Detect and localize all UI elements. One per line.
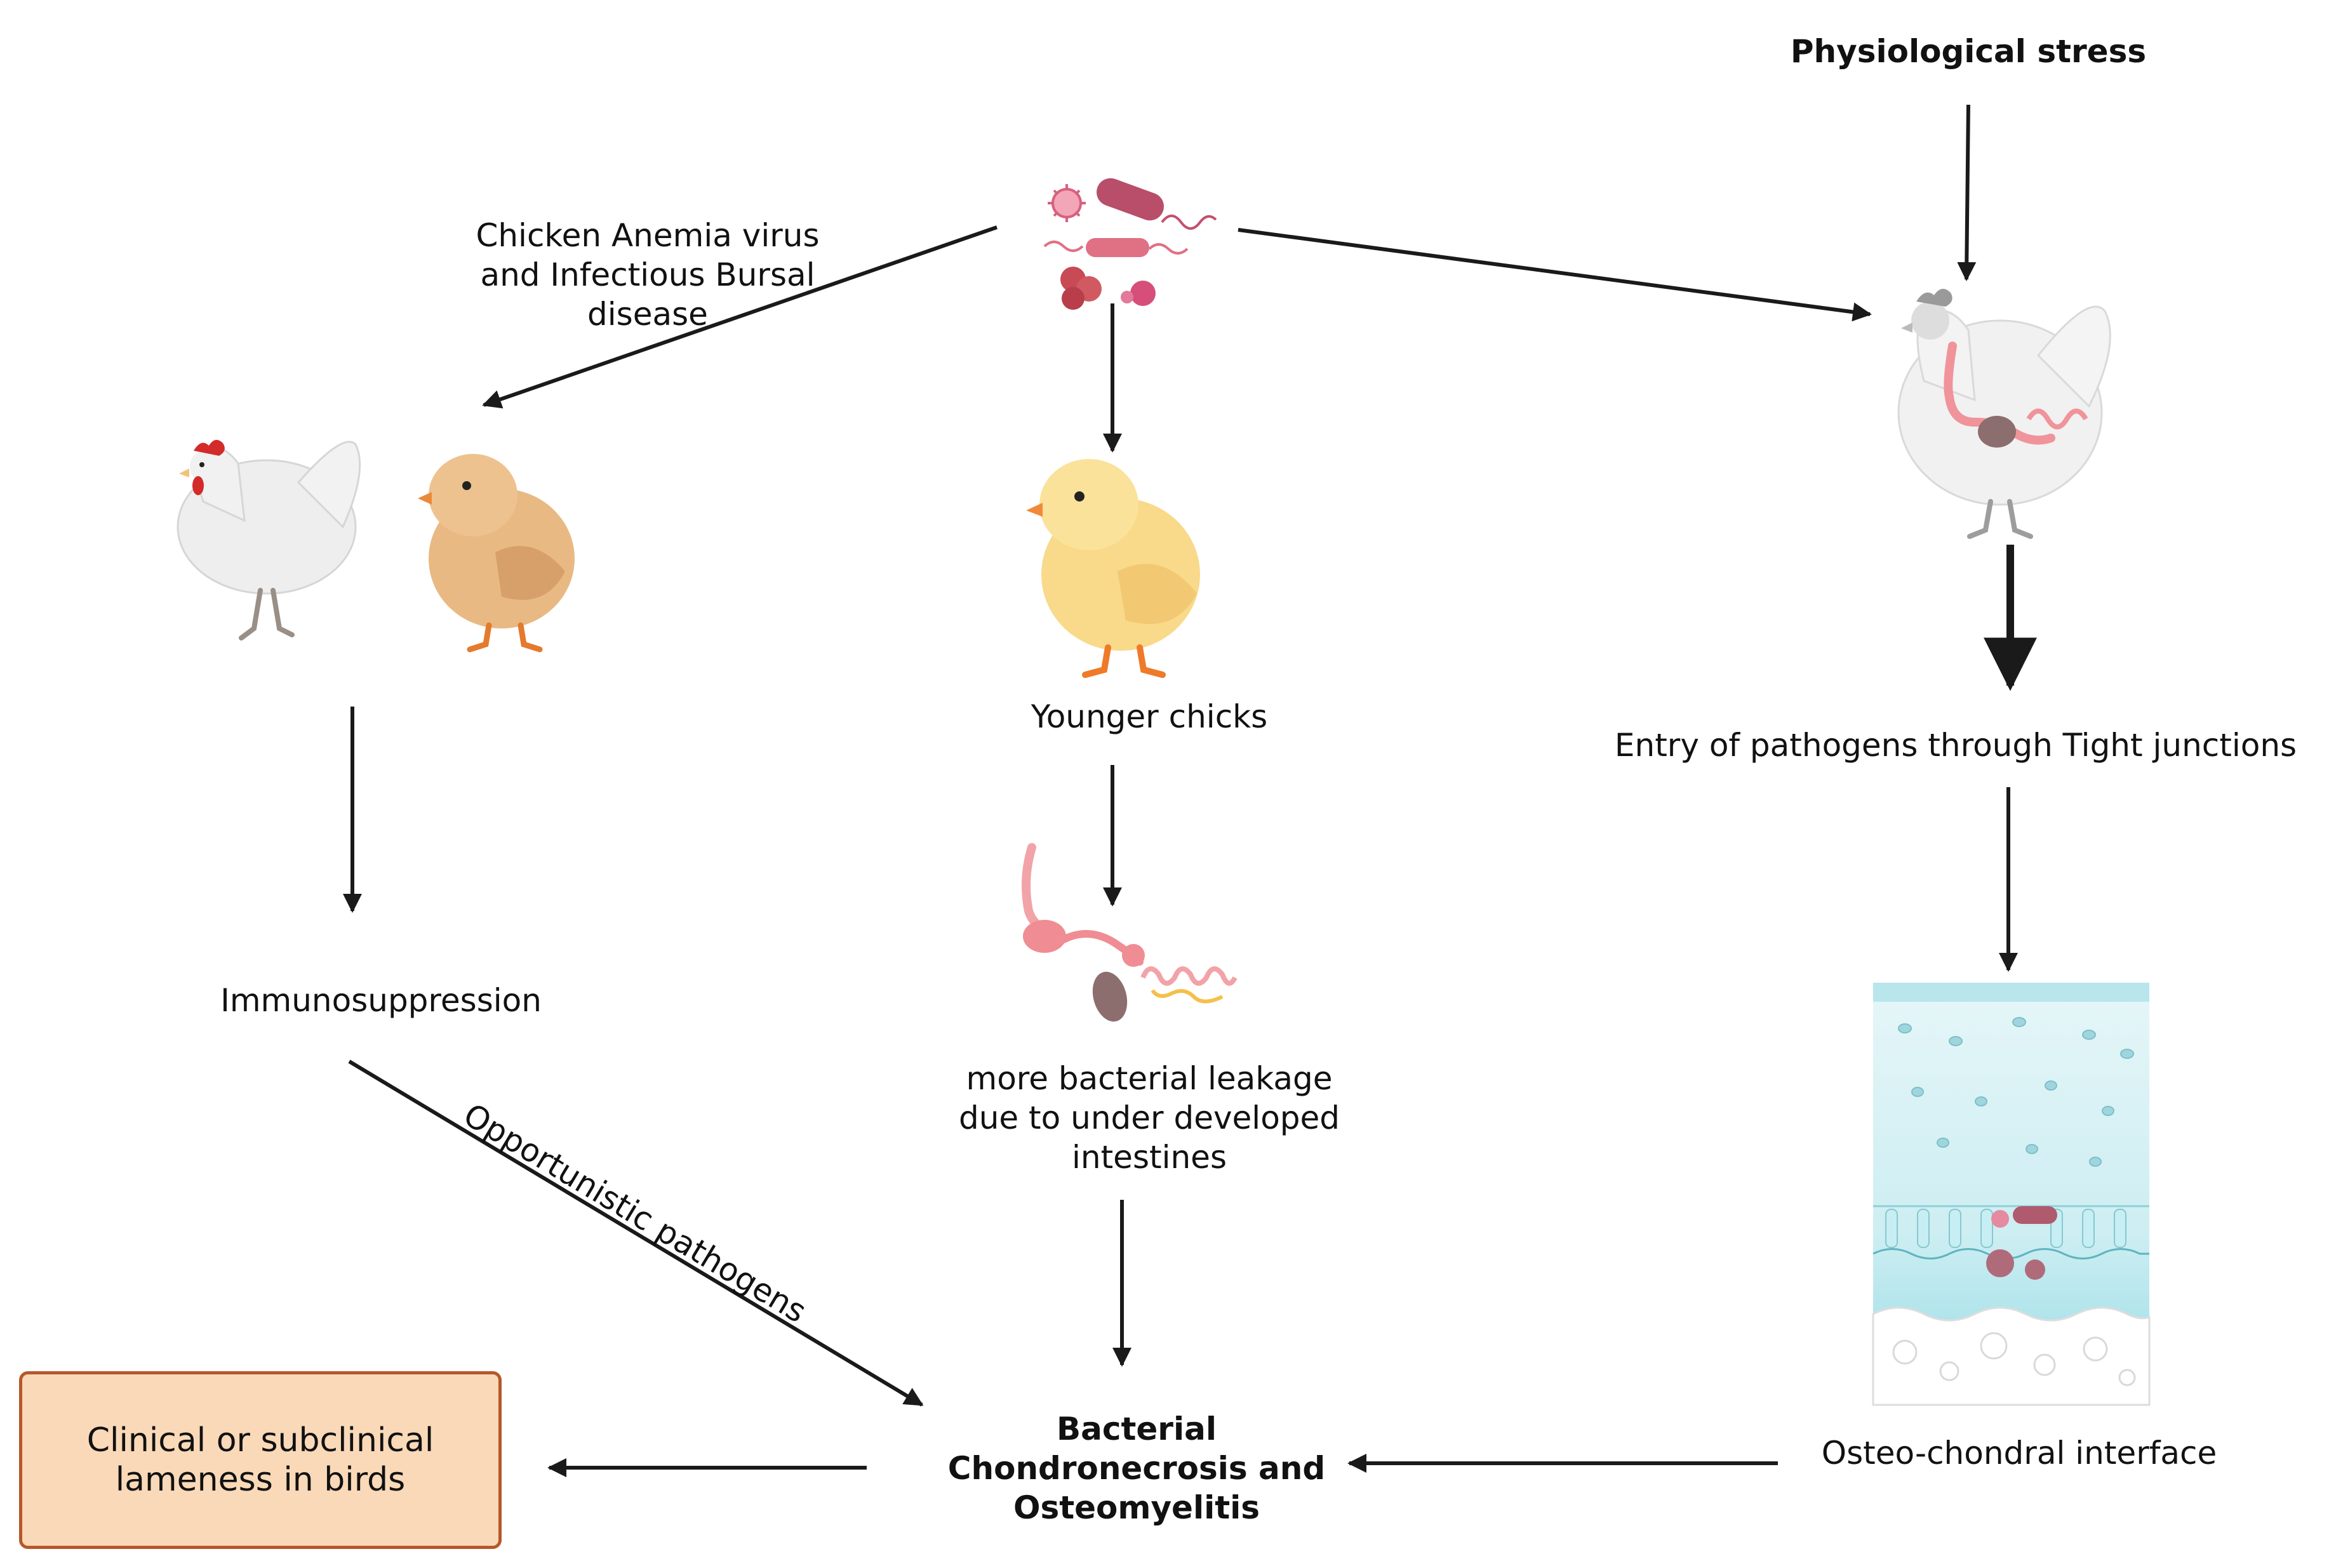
arrow-pathogens-to-left-birds — [482, 225, 998, 409]
outcome-box-lameness: Clinical or subclinical lameness in bird… — [19, 1371, 502, 1549]
arrow-stress-to-hen — [1957, 104, 1977, 281]
label-physiological-stress: Physiological stress — [1790, 33, 2147, 70]
cartilage-tissue-icon — [1872, 983, 2151, 1406]
arrow-immunosuppression-to-bcom — [348, 1060, 924, 1407]
label-immunosuppression: Immunosuppression — [220, 982, 542, 1019]
arrows — [343, 104, 2037, 1477]
label-lameness: Clinical or subclinical lameness in bird… — [86, 1421, 434, 1499]
label-younger-chicks: Younger chicks — [1031, 698, 1268, 735]
label-entry-tight-junctions: Entry of pathogens through Tight junctio… — [1614, 727, 2297, 764]
intestine-icon — [1022, 843, 1238, 1022]
label-bacterial-leakage: more bacterial leakage due to under deve… — [958, 1060, 1340, 1176]
label-osteo-chondral: Osteo-chondral interface — [1821, 1435, 2217, 1472]
hen-gut-icon — [1897, 288, 2111, 539]
label-bcom: Bacterial Chondronecrosis and Osteomyeli… — [947, 1411, 1326, 1526]
arrow-pathogens-to-hen — [1238, 228, 1872, 322]
pathogens-icon — [1043, 178, 1217, 310]
chick-brown-icon — [418, 454, 575, 653]
chick-yellow-icon — [1026, 459, 1200, 678]
label-cav-ibd: Chicken Anemia virus and Infectious Burs… — [476, 217, 820, 333]
hen-icon — [177, 439, 361, 641]
